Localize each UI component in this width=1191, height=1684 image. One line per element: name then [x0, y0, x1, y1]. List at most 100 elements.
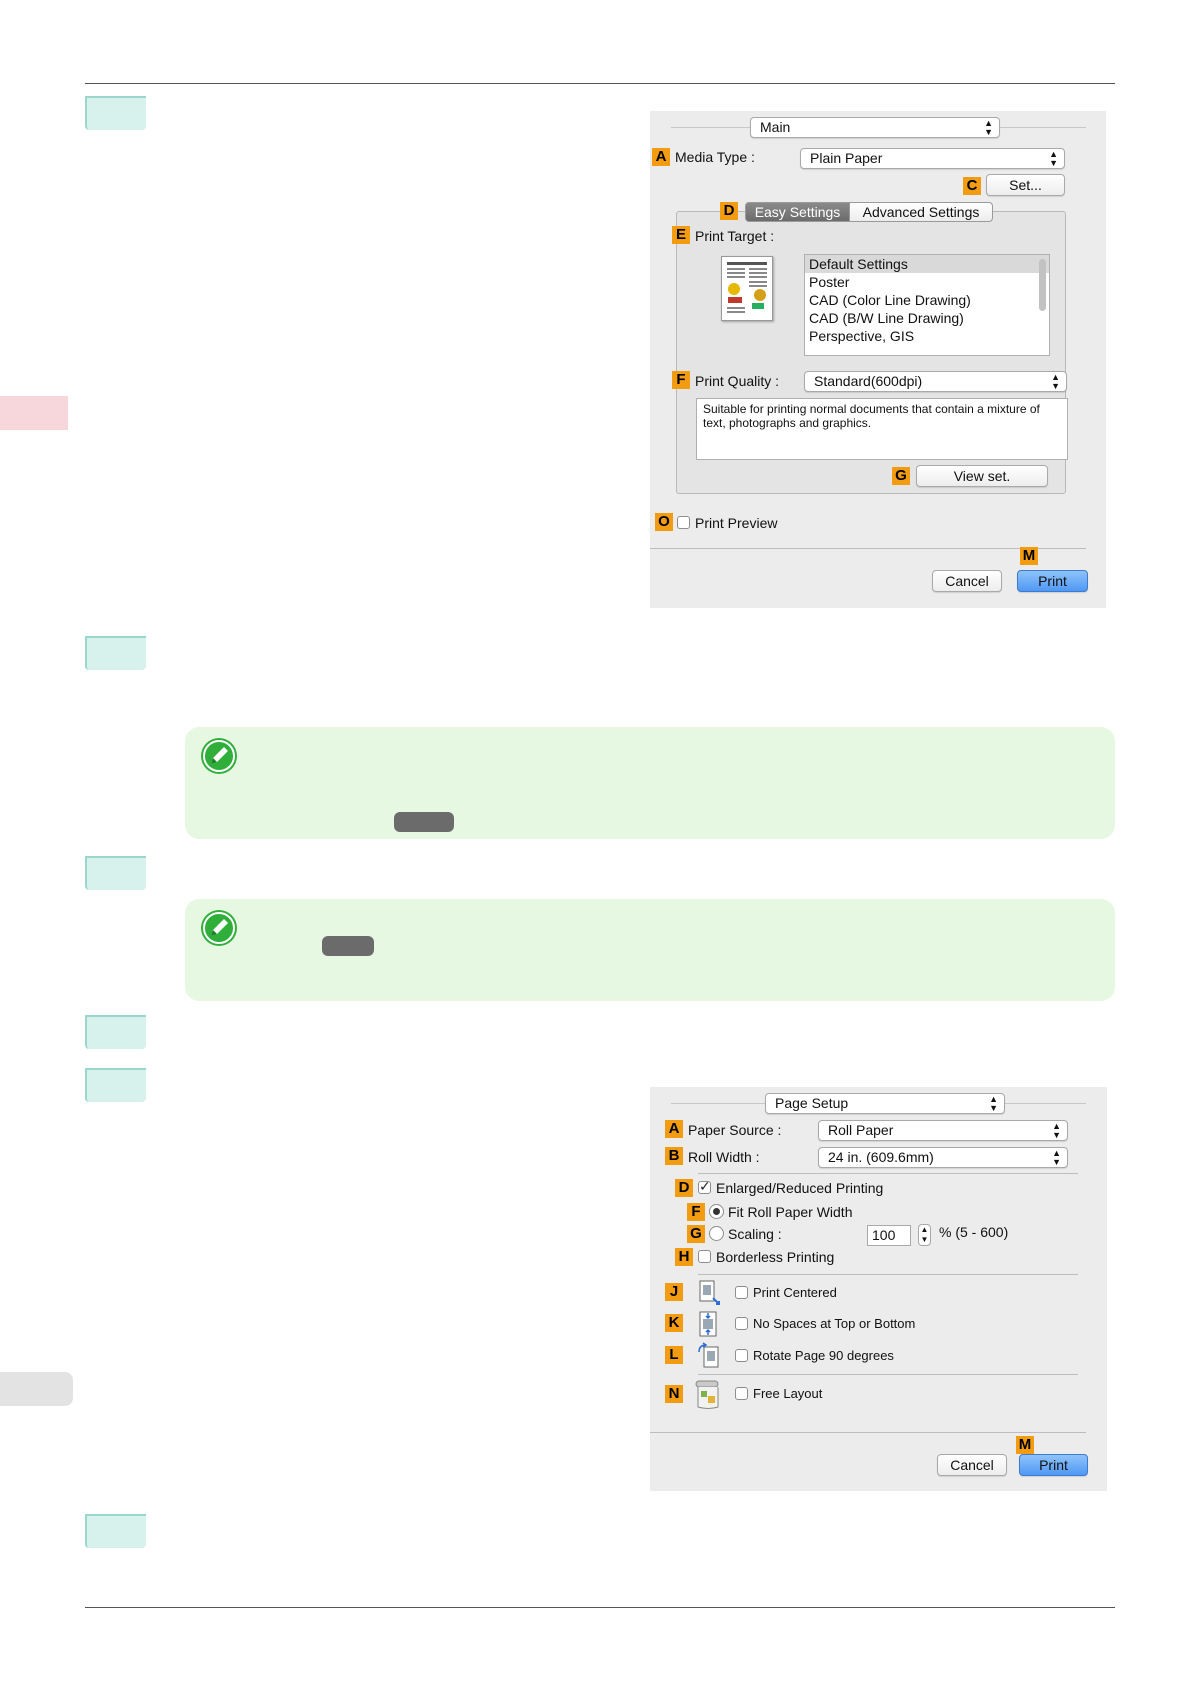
key-reference: [394, 812, 454, 832]
free-layout-label: Free Layout: [753, 1386, 823, 1401]
scaling-radio[interactable]: [709, 1226, 724, 1241]
print-quality-label: Print Quality :: [695, 373, 780, 389]
rotate-page-icon: [698, 1342, 719, 1368]
print-quality-value: Standard(600dpi): [814, 373, 923, 389]
print-centered-label: Print Centered: [753, 1285, 837, 1300]
scaling-input[interactable]: 100: [867, 1225, 911, 1246]
borderless-label: Borderless Printing: [716, 1249, 835, 1265]
badge-b: B: [665, 1147, 683, 1165]
media-type-select[interactable]: Plain Paper ▲▼: [800, 148, 1065, 169]
footer-separator: [650, 548, 1086, 549]
borderless-checkbox[interactable]: [698, 1250, 711, 1263]
rotate-page-checkbox[interactable]: [735, 1349, 748, 1362]
print-centered-icon: [699, 1280, 720, 1305]
list-scrollbar[interactable]: [1039, 259, 1046, 311]
badge-d: D: [720, 202, 738, 220]
top-rule: [85, 83, 1115, 84]
print-quality-description: Suitable for printing normal documents t…: [696, 398, 1068, 460]
fit-roll-width-radio[interactable]: [709, 1204, 724, 1219]
no-spaces-icon: [699, 1311, 717, 1337]
section-side-tab: [0, 1372, 73, 1406]
print-target-list[interactable]: Default Settings Poster CAD (Color Line …: [804, 254, 1050, 356]
key-reference: [322, 936, 374, 956]
print-dialog-main: Main ▲▼ A Media Type : Plain Paper ▲▼ C …: [650, 111, 1106, 608]
bottom-rule: [85, 1607, 1115, 1608]
panel-selector[interactable]: Page Setup ▲▼: [765, 1093, 1005, 1114]
enlarged-reduced-label: Enlarged/Reduced Printing: [716, 1180, 884, 1196]
pencil-note-icon: [201, 738, 237, 774]
step-marker: [85, 1514, 146, 1548]
chapter-side-tab: [0, 396, 68, 430]
badge-g: G: [687, 1225, 705, 1243]
list-item[interactable]: Poster: [809, 274, 850, 290]
print-centered-checkbox[interactable]: [735, 1286, 748, 1299]
roll-width-label: Roll Width :: [688, 1149, 760, 1165]
panel-selector[interactable]: Main ▲▼: [750, 117, 1000, 138]
badge-a: A: [665, 1120, 683, 1138]
section-separator: [698, 1274, 1078, 1275]
badge-m: M: [1020, 547, 1038, 565]
pencil-note-icon: [201, 910, 237, 946]
cancel-button[interactable]: Cancel: [932, 570, 1002, 592]
section-separator: [698, 1374, 1078, 1375]
no-spaces-label: No Spaces at Top or Bottom: [753, 1316, 916, 1331]
print-button[interactable]: Print: [1019, 1454, 1088, 1476]
tab-easy-settings[interactable]: Easy Settings: [745, 202, 850, 222]
print-quality-select[interactable]: Standard(600dpi) ▲▼: [804, 371, 1067, 392]
print-preview-checkbox[interactable]: [677, 516, 690, 529]
media-type-label: Media Type :: [675, 149, 755, 165]
paper-source-select[interactable]: Roll Paper ▲▼: [818, 1120, 1068, 1141]
print-preview-label: Print Preview: [695, 515, 778, 531]
cancel-button[interactable]: Cancel: [937, 1454, 1007, 1476]
panel-selector-value: Main: [760, 119, 791, 135]
popup-arrows-icon: ▲▼: [984, 117, 993, 137]
badge-h: H: [675, 1248, 693, 1266]
badge-a: A: [652, 148, 670, 166]
popup-arrows-icon: ▲▼: [1052, 1147, 1061, 1167]
print-target-label: Print Target :: [695, 228, 775, 244]
document-preview-thumbnail: [721, 256, 773, 321]
badge-k: K: [665, 1314, 683, 1332]
badge-j: J: [665, 1283, 683, 1301]
step-marker: [85, 1068, 146, 1102]
view-set-button[interactable]: View set.: [916, 465, 1048, 487]
badge-o: O: [655, 513, 673, 531]
popup-arrows-icon: ▲▼: [1049, 148, 1058, 168]
scaling-label: Scaling :: [728, 1226, 782, 1242]
popup-arrows-icon: ▲▼: [1052, 1120, 1061, 1140]
scaling-stepper[interactable]: ▲▼: [918, 1224, 931, 1246]
badge-d: D: [675, 1179, 693, 1197]
paper-source-label: Paper Source :: [688, 1122, 782, 1138]
note-box: [185, 727, 1115, 839]
set-button[interactable]: Set...: [986, 174, 1065, 196]
roll-width-value: 24 in. (609.6mm): [828, 1149, 934, 1165]
list-item[interactable]: Perspective, GIS: [809, 328, 915, 344]
media-type-value: Plain Paper: [810, 150, 883, 166]
list-item[interactable]: CAD (B/W Line Drawing): [809, 310, 964, 326]
step-marker: [85, 636, 146, 670]
print-dialog-page-setup: Page Setup ▲▼ A Paper Source : Roll Pape…: [650, 1087, 1107, 1491]
tab-advanced-settings[interactable]: Advanced Settings: [849, 202, 993, 222]
paper-source-value: Roll Paper: [828, 1122, 894, 1138]
no-spaces-checkbox[interactable]: [735, 1317, 748, 1330]
badge-c: C: [963, 177, 981, 195]
list-item[interactable]: CAD (Color Line Drawing): [809, 292, 971, 308]
section-separator: [698, 1173, 1078, 1174]
popup-arrows-icon: ▲▼: [1051, 371, 1060, 391]
badge-g: G: [892, 467, 910, 485]
scaling-range-label: % (5 - 600): [939, 1224, 1009, 1240]
document-thumbnail-icon: [727, 262, 767, 313]
roll-width-select[interactable]: 24 in. (609.6mm) ▲▼: [818, 1147, 1068, 1168]
free-layout-icon: [695, 1380, 719, 1409]
badge-e: E: [672, 226, 690, 244]
badge-l: L: [665, 1346, 683, 1364]
step-marker: [85, 856, 146, 890]
enlarged-reduced-checkbox[interactable]: [698, 1178, 711, 1195]
footer-separator: [650, 1432, 1086, 1433]
print-quality-description-text: Suitable for printing normal documents t…: [703, 402, 1040, 430]
print-button[interactable]: Print: [1017, 570, 1088, 592]
list-item[interactable]: Default Settings: [805, 255, 1049, 273]
badge-f: F: [672, 371, 690, 389]
free-layout-checkbox[interactable]: [735, 1387, 748, 1400]
fit-roll-width-label: Fit Roll Paper Width: [728, 1204, 853, 1220]
